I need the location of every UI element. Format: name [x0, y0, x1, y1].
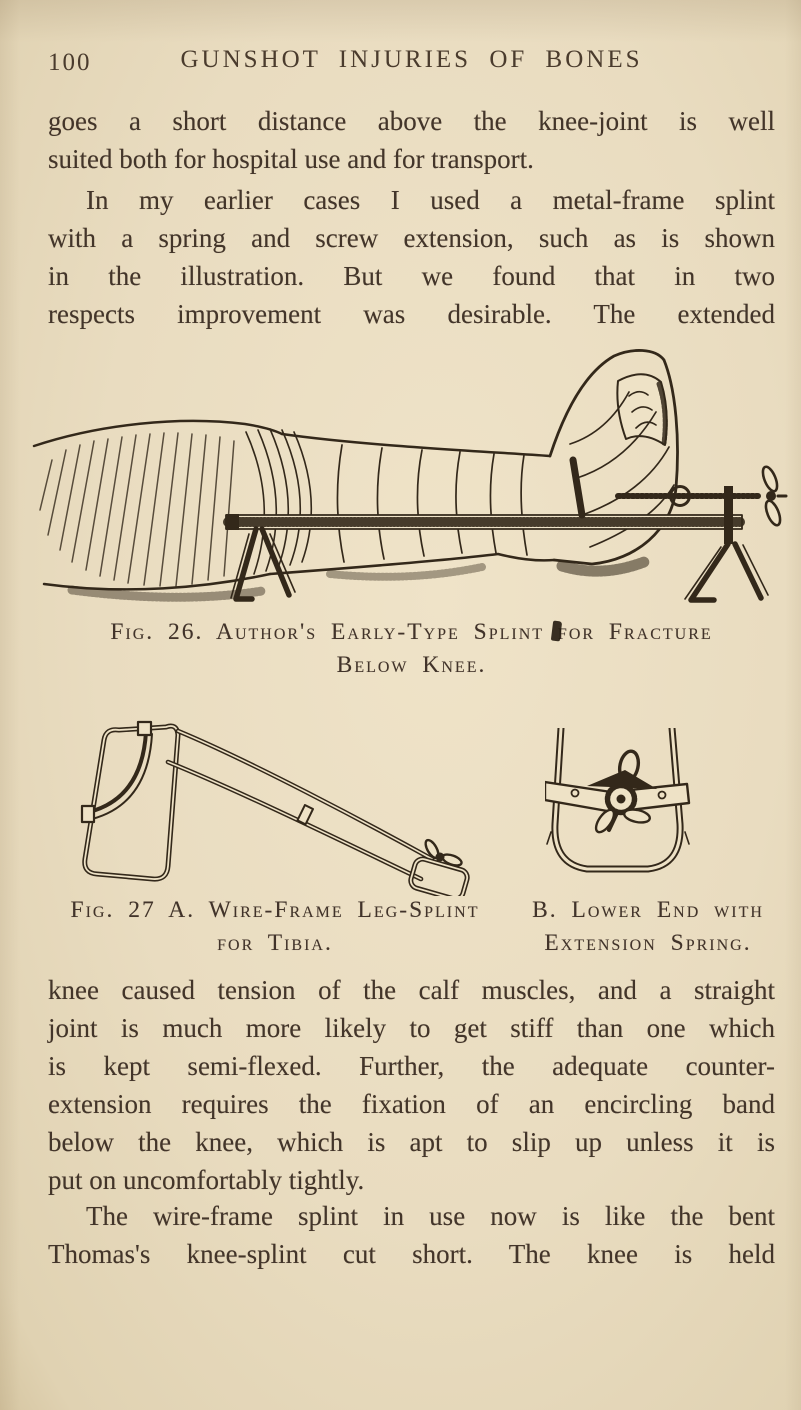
- wing-nut: [424, 838, 463, 867]
- caption-line: for Tibia.: [217, 930, 333, 956]
- body-text-line: suited both for hospital use and for tra…: [48, 144, 534, 174]
- figure-27b: [545, 728, 695, 886]
- caption-line: Fig. 26. Author's Early-Type Splint for …: [110, 619, 713, 645]
- extension-spring: [587, 749, 657, 816]
- splint-bar: [223, 514, 745, 530]
- figure-27a-caption: Fig. 27 A. Wire-Frame Leg-Splint for Tib…: [40, 894, 510, 960]
- body-text-line: respects improvement was desirable. The …: [48, 299, 775, 329]
- body-text-line: extension requires the fixation of an en…: [48, 1089, 775, 1119]
- shadow-hatching: [67, 556, 650, 602]
- figure-27a: [80, 718, 485, 896]
- paragraph-2: In my earlier cases I used a metal-frame…: [48, 181, 775, 333]
- foot-piece: [408, 856, 470, 896]
- caption-line: Fig. 27 A. Wire-Frame Leg-Splint: [70, 897, 480, 923]
- wing-nut: [594, 808, 651, 834]
- fig27a-wire-frame-splint-drawing: [80, 720, 470, 896]
- body-text-line: put on uncomfortably tightly.: [48, 1165, 365, 1195]
- figure-27b-caption: B. Lower End with Extension Spring.: [518, 894, 778, 960]
- bandaged-foot: [548, 349, 679, 566]
- page-header: 100 GUNSHOT INJURIES OF BONES: [48, 46, 775, 82]
- paragraph-3: knee caused tension of the calf muscles,…: [48, 971, 775, 1199]
- fig27b-lower-end-drawing: [545, 728, 691, 873]
- left-support-leg: [230, 526, 296, 602]
- bandaged-lower-leg: [268, 432, 556, 576]
- paragraph-4: The wire-frame splint in use now is like…: [48, 1197, 775, 1273]
- wing-nut: [761, 465, 788, 527]
- body-text-line: with a spring and screw extension, such …: [48, 223, 775, 253]
- fig26-leg-in-splint-drawing: [32, 349, 788, 603]
- body-text-line: is kept semi-flexed. Further, the adequa…: [48, 1051, 775, 1081]
- body-text-line: The wire-frame splint in use now is like…: [86, 1201, 775, 1231]
- body-text-line: In my earlier cases I used a metal-frame…: [86, 185, 775, 215]
- body-text-line: goes a short distance above the knee-joi…: [48, 106, 775, 136]
- splint-rails: [165, 728, 435, 882]
- caption-line: Extension Spring.: [544, 930, 752, 956]
- right-support-leg: [684, 541, 769, 603]
- body-text-line: Thomas's knee-splint cut short. The knee…: [48, 1239, 775, 1269]
- caption-line: Below Knee.: [336, 652, 487, 678]
- page-number: 100: [48, 49, 92, 76]
- body-text-line: in the illustration. But we found that i…: [48, 261, 775, 291]
- body-text-line: joint is much more likely to get stiff t…: [48, 1013, 775, 1043]
- running-header-title: GUNSHOT INJURIES OF BONES: [180, 46, 643, 73]
- figure-26-caption: Fig. 26. Author's Early-Type Splint for …: [48, 616, 775, 682]
- caption-line: B. Lower End with: [532, 897, 764, 923]
- body-text-line: knee caused tension of the calf muscles,…: [48, 975, 775, 1005]
- figure-26: [30, 348, 790, 610]
- body-text-line: below the knee, which is apt to slip up …: [48, 1127, 775, 1157]
- u-frame: [546, 728, 690, 873]
- extension-screw-mechanism: [569, 456, 761, 544]
- paragraph-1: goes a short distance above the knee-joi…: [48, 102, 775, 178]
- thigh-with-hatching: [32, 419, 313, 591]
- thigh-ring: [80, 720, 181, 882]
